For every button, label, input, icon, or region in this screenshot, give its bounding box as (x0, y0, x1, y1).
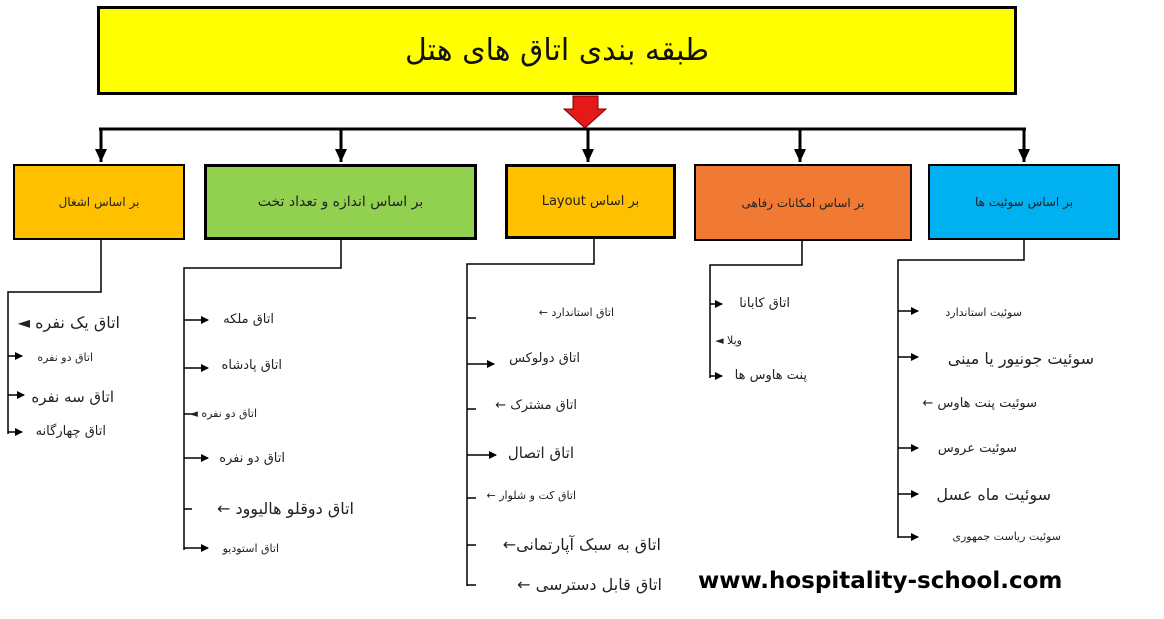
item-cabana-room: اتاق کابانا (739, 296, 790, 311)
item-apartment-style-room: اتاق به سبک آپارتمانی← (502, 535, 661, 554)
item-queen-room: اتاق ملکه (223, 312, 274, 327)
category-layout: بر اساس Layout (505, 164, 676, 239)
branch-amenities (709, 241, 803, 380)
category-occupancy: بر اساس اشغال (13, 164, 185, 240)
item-connecting-room: اتاق اتصال (507, 444, 574, 462)
item-shared-room: اتاق مشترک ← (495, 398, 577, 413)
item-junior-suite: سوئیت جونیور یا مینی (947, 349, 1094, 368)
main-down-arrow (562, 95, 608, 129)
item-standard-suite: سوئیت استاندارد (945, 306, 1022, 319)
item-honeymoon-suite: سوئیت ماه عسل (936, 485, 1051, 504)
branch-layout (466, 239, 595, 586)
item-double-occupancy-room: اتاق دو نفره (37, 351, 93, 364)
category-suites: بر اساس سوئیت ها (928, 164, 1120, 240)
item-twin-room: اتاق دو نفره (219, 451, 285, 466)
item-suit-room: اتاق کت و شلوار ← (486, 489, 576, 502)
category-bed-size: بر اساس اندازه و تعداد تخت (204, 164, 477, 240)
item-studio-room: اتاق استودیو (222, 542, 279, 555)
item-standard-room: اتاق استاندارد ← (538, 306, 614, 319)
item-bridal-suite: سوئیت عروس (937, 441, 1017, 456)
item-penthouse-suite: سوئیت پنت هاوس ← (922, 396, 1037, 411)
item-triple-room: اتاق سه نفره (31, 388, 114, 406)
item-double-room: اتاق دو نفره ◄ (189, 407, 257, 420)
item-presidential-suite: سوئیت ریاست جمهوری (952, 530, 1061, 543)
item-villa: ویلا ◄ (715, 334, 742, 347)
branch-bedsize (183, 240, 342, 552)
item-deluxe-room: اتاق دولوکس (509, 351, 580, 366)
diagram-title: طبقه بندی اتاق های هتل (97, 6, 1017, 95)
category-drops (99, 129, 1026, 162)
item-penthouses: پنت هاوس ها (734, 368, 807, 383)
item-king-room: اتاق پادشاه (221, 358, 282, 373)
website-watermark: www.hospitality-school.com (698, 568, 1063, 594)
category-amenities: بر اساس امکانات رفاهی (694, 164, 912, 241)
item-quad-room: اتاق چهارگانه (35, 424, 106, 439)
category-drop-heads (95, 149, 1030, 162)
item-hollywood-twin-room: اتاق دوقلو هالیوود ← (216, 499, 354, 518)
branch-occupancy (7, 240, 102, 436)
item-accessible-room: اتاق قابل دسترسی ← (517, 575, 662, 594)
item-single-room: اتاق یک نفره ◄ (17, 313, 120, 332)
branch-suites (897, 240, 1025, 541)
